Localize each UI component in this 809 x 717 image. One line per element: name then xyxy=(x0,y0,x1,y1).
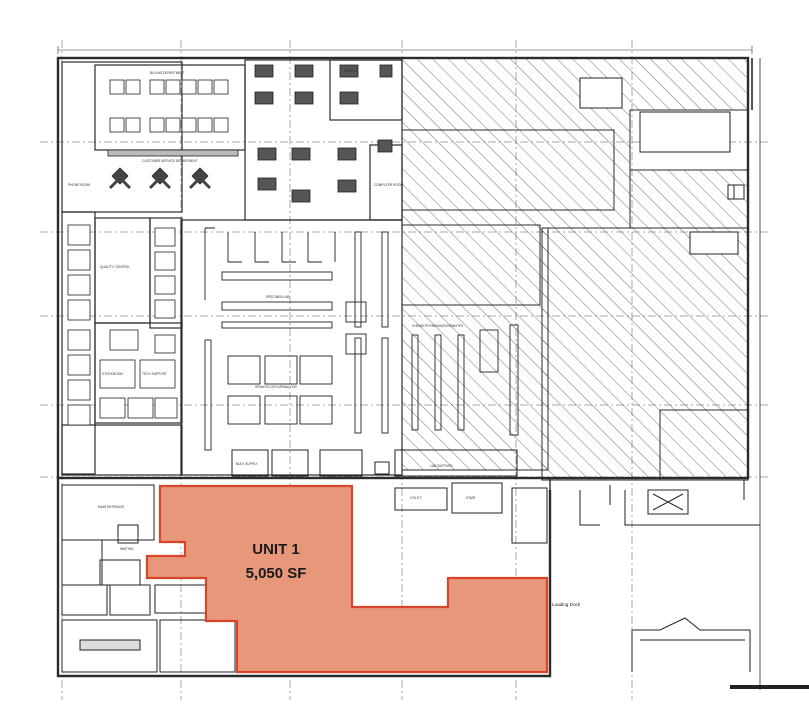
unit-1-area[interactable] xyxy=(145,484,549,674)
dimension-line xyxy=(57,46,753,54)
label-lab-supplies: LAB SUPPLIES xyxy=(430,464,453,468)
label-bulk-supply: BULK SUPPLY xyxy=(236,462,258,466)
label-quality-control: QUALITY CONTROL xyxy=(100,265,130,269)
left-rooms xyxy=(67,224,178,426)
unit-name: UNIT 1 xyxy=(252,541,300,558)
office-walls xyxy=(61,59,403,476)
label-finance: FINANCE xyxy=(344,69,358,73)
label-phone-room: PHONE ROOM xyxy=(68,183,90,187)
label-main-entrance: MAIN ENTRANCE xyxy=(98,505,124,509)
lab-benches xyxy=(204,227,519,451)
loading-dock-label: Loading Dock xyxy=(552,602,581,607)
label-waiting: WAITING xyxy=(120,547,134,551)
label-specimen-lab: SPECIMEN LAB xyxy=(266,295,290,299)
label-stair: STAIR xyxy=(466,496,476,500)
office-furniture xyxy=(254,64,393,203)
label-tech-support: TECH SUPPORT xyxy=(142,372,167,376)
unit-area: 5,050 SF xyxy=(246,565,307,582)
hatched-areas xyxy=(401,57,749,481)
label-stockroom: STOCKROOM xyxy=(102,372,123,376)
right-rooms xyxy=(579,77,745,515)
label-computer-room: COMPUTER ROOM xyxy=(374,183,403,187)
lower-rooms xyxy=(231,449,548,544)
bottom-bar xyxy=(730,685,809,689)
loading-dock xyxy=(579,480,760,672)
label-customer-service: CUSTOMER SERVICE DEPARTMENT xyxy=(142,159,198,163)
label-utility: UTILITY xyxy=(410,496,423,500)
label-hematology: HEMATOLOGY/URINALYSIS xyxy=(255,385,297,389)
desk-clusters xyxy=(107,79,239,190)
label-billing: BILLING DEPARTMENT xyxy=(150,71,185,75)
building-walls xyxy=(56,56,761,690)
label-chemistry: CHEMISTRY/IMMUNOCHEMISTRY xyxy=(412,324,464,328)
